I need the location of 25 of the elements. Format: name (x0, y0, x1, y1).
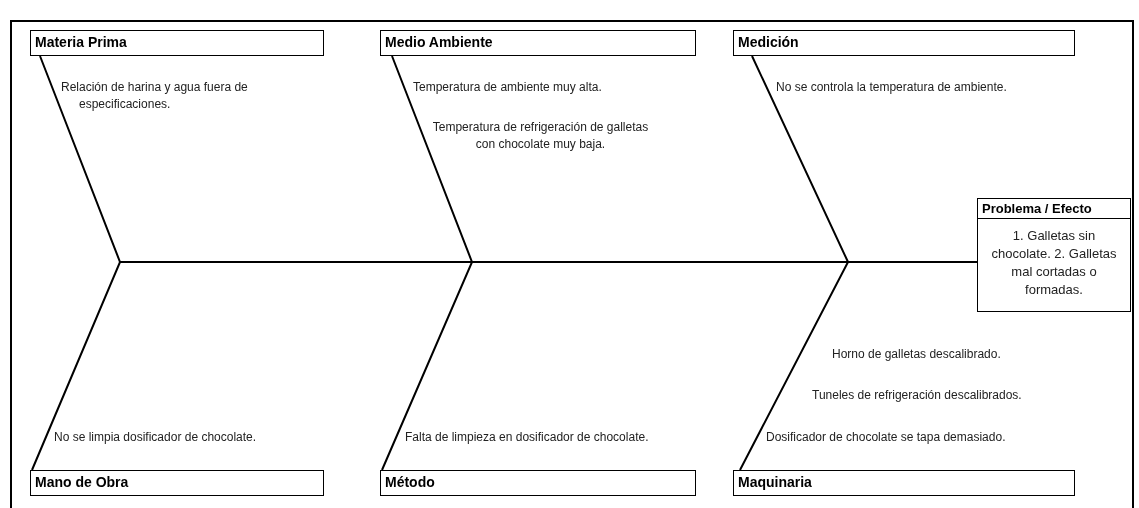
cause-text: Horno de galletas descalibrado. (832, 346, 1002, 363)
cause-text: Dosificador de chocolate se tapa demasiado. (766, 429, 1007, 446)
fishbone-line (739, 261, 978, 471)
cause-text: Relación de harina y agua fuera de especificaciones. (61, 79, 249, 113)
category-box (30, 30, 324, 56)
category-box (380, 470, 696, 496)
cause-text: No se controla la temperatura de ambiente. (776, 79, 1008, 96)
category-title: Mano de Obra (35, 474, 129, 490)
cause-text: Temperatura de refrigeración de galletas con chocolate muy baja. (431, 119, 650, 153)
cause-text: Tuneles de refrigeración descalibrados. (812, 387, 1023, 404)
category-title: Medición (738, 34, 799, 50)
category-box (30, 470, 324, 496)
category-title: Método (385, 474, 435, 490)
category-box (380, 30, 696, 56)
effect-text: 1. Galletas sin chocolate. 2. Galletas mal cortadas o formadas. (990, 227, 1118, 299)
category-title: Maquinaria (738, 474, 812, 490)
cause-text: Falta de limpieza en dosificador de chocolate. (405, 429, 650, 446)
category-title: Medio Ambiente (385, 34, 493, 50)
category-box (733, 30, 1075, 56)
category-title: Materia Prima (35, 34, 127, 50)
category-box (733, 470, 1075, 496)
effect-heading: Problema / Efecto (978, 199, 1130, 219)
effect-box (977, 198, 1131, 312)
cause-text: Temperatura de ambiente muy alta. (413, 79, 603, 96)
cause-text: No se limpia dosificador de chocolate. (54, 429, 258, 446)
